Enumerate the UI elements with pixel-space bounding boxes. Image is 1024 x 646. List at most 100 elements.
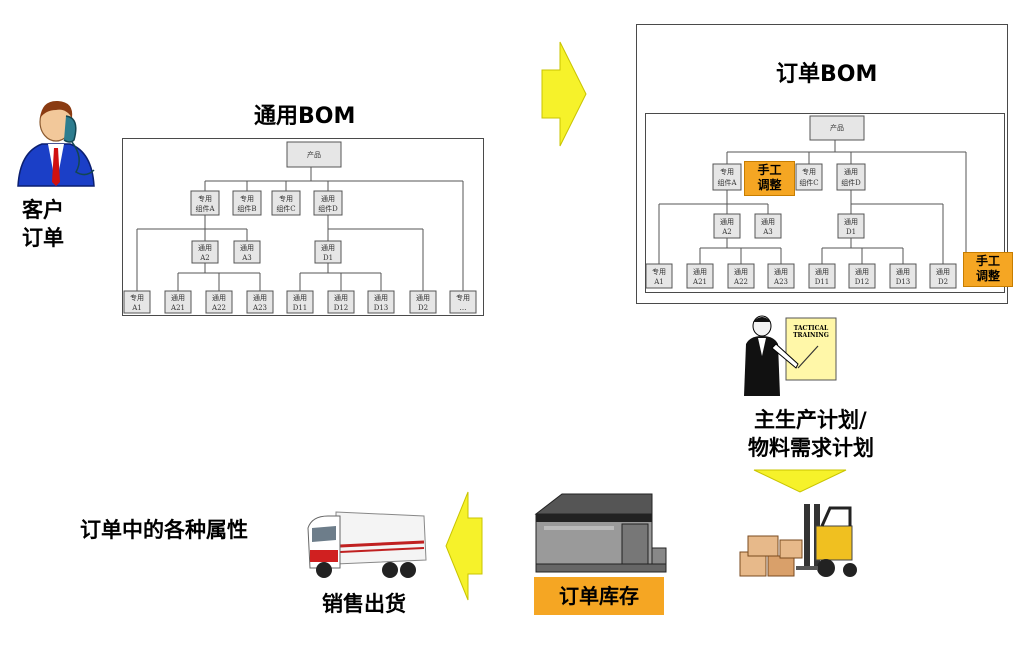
bom-node-label: D11: [815, 278, 830, 286]
bom-node-label: 通用: [321, 243, 335, 252]
bom-node-label: 组件C: [276, 204, 295, 213]
bom-node-label: 组件D: [841, 178, 861, 187]
bom-node-label: D12: [855, 278, 870, 286]
arrow-right-icon: [540, 40, 588, 152]
mrp-label: 物料需求计划: [748, 436, 874, 460]
bom-node-label: 组件D: [318, 204, 338, 213]
bom-node-label: 通用: [844, 217, 858, 226]
bom-node-label: D1: [846, 228, 856, 236]
bom-node: [286, 290, 314, 314]
bom-node: [123, 290, 151, 314]
bom-node-label: 通用: [416, 293, 430, 302]
bom-node-label: D13: [374, 304, 389, 312]
bom-node: [795, 163, 823, 191]
bom-node: [727, 263, 755, 289]
bom-node-label: 通用: [761, 217, 775, 226]
bom-node-label: A3: [241, 254, 252, 262]
mps-label: 主生产计划/: [754, 408, 867, 432]
bom-node-label: 通用: [855, 267, 869, 276]
board-text-line2: TRAINING: [793, 332, 829, 339]
bom-node-label: A23: [773, 278, 788, 286]
bom-node-label: 通用: [844, 167, 858, 176]
bom-node: [271, 190, 301, 216]
bom-node: [836, 163, 866, 191]
bom-node-label: A21: [692, 278, 707, 286]
bom-node-label: 专用: [720, 167, 734, 176]
warehouse-illustration: [532, 490, 668, 580]
bom-node-label: 通用: [374, 293, 388, 302]
bom-node-label: D2: [418, 304, 428, 312]
bom-node: [713, 213, 741, 239]
manual-adjust-line1: 手工: [757, 163, 782, 177]
bom-node-label: A1: [653, 278, 664, 286]
bom-node: [712, 163, 742, 191]
bom-node-label: 专用: [456, 293, 470, 302]
order-bom-tree: 产品 专用 组件A 专用 组件C 通用 组件D 通用 A2 通用 A3 通用 D…: [645, 115, 967, 289]
bom-node-root: [809, 115, 865, 141]
bom-node-label: D2: [938, 278, 948, 286]
mps-mrp-label: 主生产计划/ 物料需求计划: [748, 406, 874, 462]
bom-node-label: 组件A: [717, 178, 737, 187]
bom-node-label: A2: [721, 228, 732, 236]
bom-node: [190, 190, 220, 216]
customer-label-line2: 订单: [22, 226, 64, 250]
order-attributes-label: 订单中的各种属性: [80, 518, 248, 542]
bom-node-label: A2: [199, 254, 210, 262]
manual-adjust-tag: 手工 调整: [744, 161, 795, 196]
warehouse-icon: [534, 493, 667, 573]
arrow-left-icon: [444, 490, 484, 606]
bom-node: [929, 263, 957, 289]
bom-node-label: 专用: [802, 167, 816, 176]
manual-adjust-line1: 手工: [975, 254, 1000, 268]
bom-node-label: 专用: [130, 293, 144, 302]
bom-node-label: 专用: [652, 267, 666, 276]
bom-node-label: 通用: [734, 267, 748, 276]
bom-node-label: A22: [733, 278, 748, 286]
bom-node-label: A22: [211, 304, 226, 312]
presenter-icon: TACTICAL TRAINING: [744, 315, 837, 396]
generic-bom-tree: 产品 专用 组件A 专用 组件B 专用 组件C 通用 组件D 通用 A2 通用 …: [123, 141, 477, 314]
customer-figure: [14, 92, 100, 188]
bom-node-label: 通用: [293, 293, 307, 302]
order-bom-title: 订单BOM: [776, 62, 878, 87]
bom-node-label: 组件B: [237, 204, 256, 213]
bom-node: [314, 240, 342, 264]
manual-adjust-line2: 调整: [975, 269, 1000, 283]
bom-node: [246, 290, 274, 314]
generic-bom-title: 通用BOM: [254, 104, 356, 129]
bom-node-label: 专用: [240, 194, 254, 203]
bom-node: [889, 263, 917, 289]
bom-node: [313, 190, 343, 216]
bom-node: [327, 290, 355, 314]
bom-node-root: [286, 141, 342, 168]
bom-node: [205, 290, 233, 314]
bom-node: [808, 263, 836, 289]
bom-node-label: 通用: [693, 267, 707, 276]
bom-node-label: A1: [131, 304, 142, 312]
bom-node-label: 通用: [253, 293, 267, 302]
bom-node: [686, 263, 714, 289]
forklift-icon: [739, 504, 857, 577]
arrow-down-icon: [752, 468, 848, 498]
bom-node-label: 通用: [240, 243, 254, 252]
forklift-illustration: [738, 500, 862, 586]
bom-node-label: 通用: [774, 267, 788, 276]
bom-node-label: 通用: [896, 267, 910, 276]
bom-node: [837, 213, 865, 239]
bom-node-label: 通用: [212, 293, 226, 302]
bom-node-label: A21: [170, 304, 185, 312]
presenter-illustration: TACTICAL TRAINING: [736, 312, 846, 404]
customer-order-label: 客户 订单: [22, 196, 64, 252]
order-bom-frame: 产品 专用 组件A 专用 组件C 通用 组件D 通用 A2 通用 A3 通用 D…: [645, 113, 1005, 293]
bom-node-label: …: [460, 304, 467, 312]
bom-node-root-label: 产品: [830, 123, 844, 132]
bom-node-label: 组件A: [195, 204, 215, 213]
bom-node: [449, 290, 477, 314]
bom-node: [191, 240, 219, 264]
bom-node-label: 专用: [279, 194, 293, 203]
customer-label-line1: 客户: [22, 198, 64, 222]
bom-node: [409, 290, 437, 314]
order-inventory-label: 订单库存: [534, 577, 664, 615]
bom-node: [233, 240, 261, 264]
phone-person-icon: [17, 100, 95, 187]
